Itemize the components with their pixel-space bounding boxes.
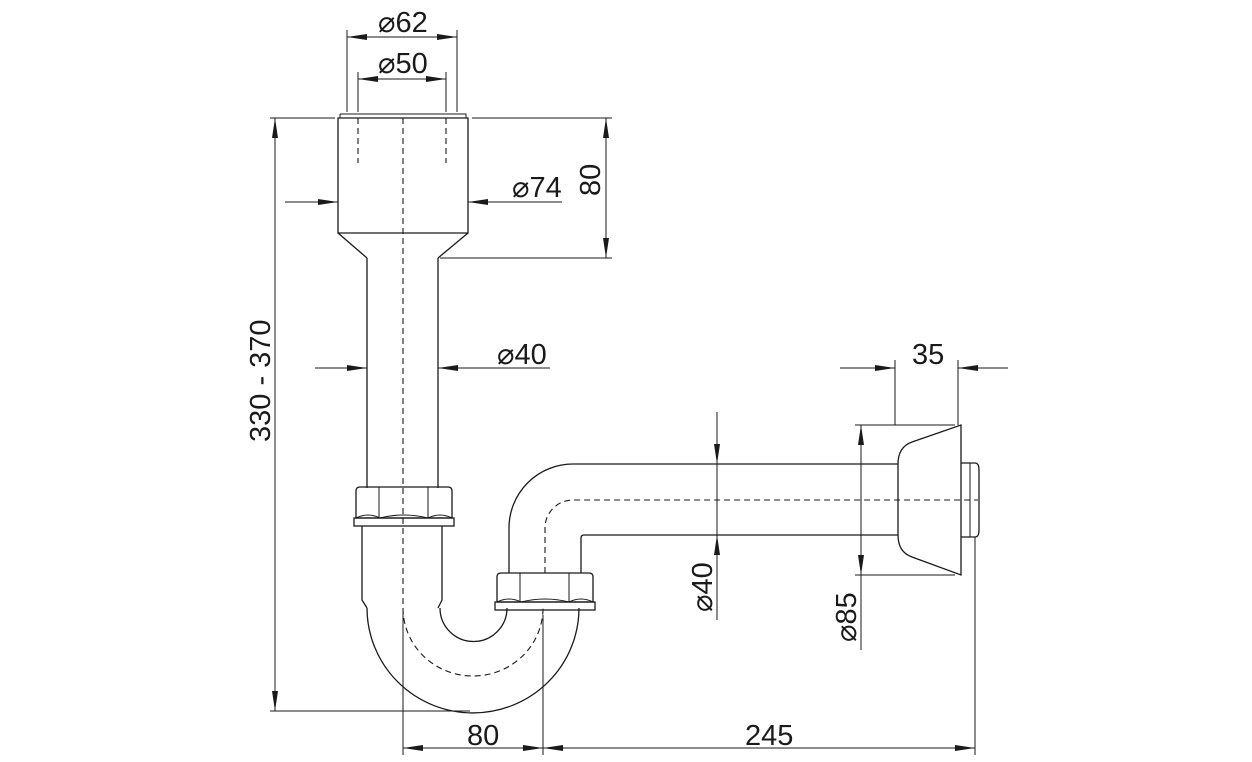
label-cup-height: 80 xyxy=(575,164,607,196)
vertical-pipe xyxy=(366,118,439,608)
right-nut xyxy=(494,572,596,611)
label-rosette-depth: 35 xyxy=(912,339,944,371)
label-trap-offset: 80 xyxy=(467,720,499,752)
label-overall-height: 330 - 370 xyxy=(245,319,277,442)
label-horizontal-pipe-diameter: ⌀40 xyxy=(687,562,719,612)
label-vertical-pipe-diameter: ⌀40 xyxy=(497,339,547,371)
inlet-cup xyxy=(337,113,469,259)
label-cup-diameter: ⌀74 xyxy=(512,172,562,204)
label-horizontal-length: 245 xyxy=(745,720,793,752)
label-rosette-diameter: ⌀85 xyxy=(831,592,863,642)
label-top-outer-diameter: ⌀62 xyxy=(378,7,428,39)
wall-rosette xyxy=(897,424,980,576)
left-nut xyxy=(353,486,455,609)
u-bend xyxy=(366,607,580,714)
outlet-pipe xyxy=(508,463,978,573)
label-top-inner-diameter: ⌀50 xyxy=(378,48,428,80)
dimension-lines xyxy=(270,30,1008,755)
